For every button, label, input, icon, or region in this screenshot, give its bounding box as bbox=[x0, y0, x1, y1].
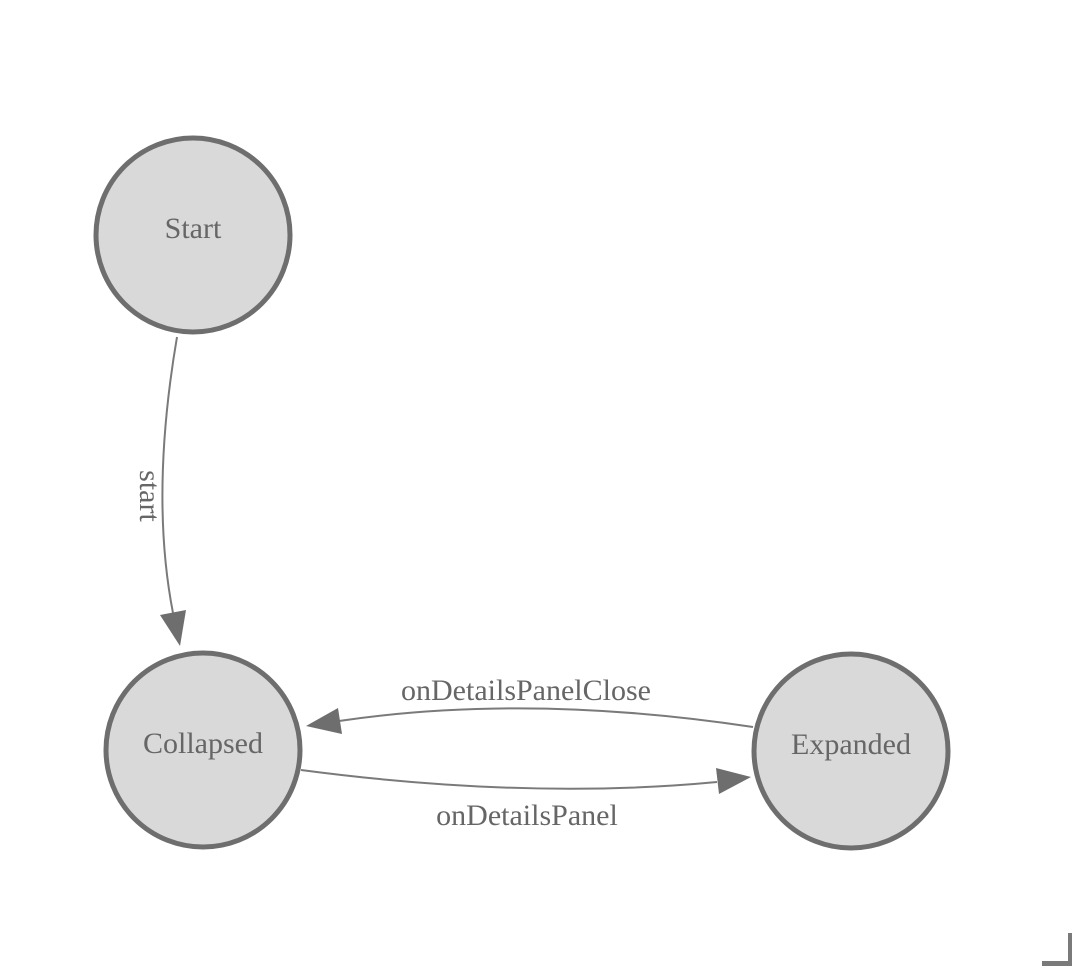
state-label: Collapsed bbox=[143, 727, 263, 760]
corner-mark-vertical-bar bbox=[1068, 933, 1072, 966]
arrowhead-icon[interactable] bbox=[716, 768, 751, 794]
transition-collapsed-to-expanded[interactable]: onDetailsPanel bbox=[300, 768, 751, 832]
transition-label: onDetailsPanel bbox=[436, 799, 618, 832]
state-circle[interactable] bbox=[103, 650, 303, 850]
transition-label: start bbox=[133, 470, 166, 522]
viewport-corner-mark bbox=[1042, 933, 1072, 966]
corner-mark-horizontal-bar bbox=[1042, 961, 1072, 966]
transition-path[interactable] bbox=[300, 769, 718, 790]
transition-expanded-to-collapsed[interactable]: onDetailsPanelClose bbox=[306, 674, 754, 734]
state-node-start[interactable]: Start bbox=[93, 135, 293, 335]
arrowhead-icon[interactable] bbox=[160, 610, 186, 646]
state-circle[interactable] bbox=[751, 651, 951, 851]
state-circle[interactable] bbox=[93, 135, 293, 335]
arrowhead-icon[interactable] bbox=[306, 708, 342, 734]
transition-path[interactable] bbox=[161, 336, 178, 614]
transition-path[interactable] bbox=[338, 707, 754, 728]
state-node-collapsed[interactable]: Collapsed bbox=[103, 650, 303, 850]
transition-label: onDetailsPanelClose bbox=[401, 674, 651, 707]
state-label: Start bbox=[165, 212, 222, 245]
transition-start-to-collapsed[interactable]: start bbox=[133, 336, 186, 646]
state-node-expanded[interactable]: Expanded bbox=[751, 651, 951, 851]
state-label: Expanded bbox=[791, 728, 911, 761]
